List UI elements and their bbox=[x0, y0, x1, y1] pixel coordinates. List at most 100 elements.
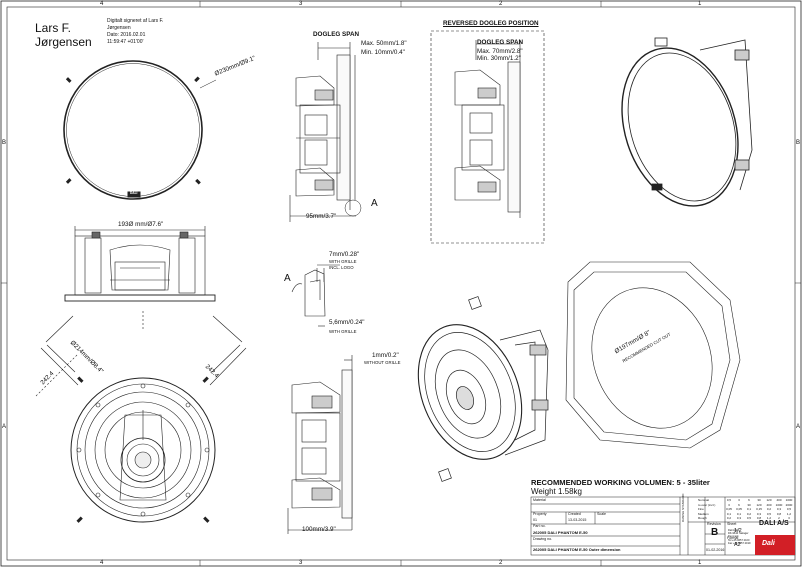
dali-logo-block bbox=[755, 535, 795, 555]
reversed-title: REVERSED DOGLEG POSITION bbox=[443, 20, 539, 27]
detail-a-bottom-note: WITH GRILLE bbox=[329, 329, 357, 334]
signature-signed-by: Digitalt signeret af Lars F. bbox=[107, 18, 164, 24]
lower-grille-dim: 1mm/0.2" bbox=[372, 352, 399, 359]
dali-logo-text: Dali bbox=[762, 540, 775, 547]
dogleg-max: Max. 50mm/1.8" bbox=[361, 40, 407, 47]
address-line: Dali Allé 1 bbox=[728, 529, 740, 532]
tb-sheet-value: 1/2 bbox=[734, 528, 742, 534]
tolerance-cell: 3 bbox=[738, 498, 740, 502]
grid-right-b: B bbox=[796, 140, 801, 146]
title-block-lines bbox=[530, 496, 796, 556]
reversed-max: Max. 70mm/2.8" bbox=[477, 48, 523, 55]
reversed-min: Min. 30mm/1.2" bbox=[477, 55, 521, 62]
tb-format-value: A2 bbox=[734, 542, 741, 548]
address-line: DK-9610 Nørager bbox=[728, 532, 749, 536]
tb-scale-label: Scale bbox=[597, 512, 606, 516]
detail-a-bottom-dim: 5,6mm/0.24" bbox=[329, 319, 365, 326]
grid-top-2: 2 bbox=[499, 1, 503, 7]
grid-right-a: A bbox=[796, 424, 801, 430]
tolerance-cell: 6 bbox=[738, 502, 740, 507]
grid-bottom-2: 2 bbox=[499, 560, 503, 566]
tb-sheet-label: Sheet bbox=[727, 522, 737, 526]
tolerance-cell: 1,2 bbox=[786, 511, 792, 516]
detail-a-top-note1: WITH GRILLE bbox=[329, 259, 357, 264]
tolerance-cell: 400 bbox=[776, 498, 782, 502]
tolerance-cell: 0,1 bbox=[746, 507, 752, 512]
tb-part-no-label: Part no. bbox=[533, 524, 546, 528]
detail-a-top-note2: INCL. LOGO bbox=[329, 265, 354, 270]
tolerance-cell: 6 bbox=[748, 498, 750, 502]
tolerance-cell: 0,1 bbox=[726, 511, 732, 516]
tb-part-no-value: 262005 DALI PHANTOM E-50 bbox=[533, 530, 588, 535]
tolerance-cell: 0,8 bbox=[776, 511, 782, 516]
dogleg-detail-letter: A bbox=[371, 198, 378, 209]
side-width-label: 193Ø mm/Ø7.6" bbox=[118, 221, 164, 228]
side-view bbox=[64, 226, 216, 302]
front-logo-badge bbox=[127, 191, 141, 198]
tb-created-value: 13-03-2015 bbox=[568, 518, 587, 522]
lower-grille-note: WITHOUT GRILLE bbox=[364, 360, 401, 365]
tolerance-row-label: Medium bbox=[698, 511, 709, 516]
tolerance-cell: 0,2 bbox=[726, 516, 732, 521]
tolerance-cell: 120 bbox=[756, 502, 762, 507]
tolerance-row-label: Fine bbox=[698, 507, 704, 512]
tolerance-cell: 0,05 bbox=[736, 507, 742, 512]
reversed-subtitle: DOGLEG SPAN bbox=[477, 39, 524, 46]
tolerance-cell: 1,2 bbox=[766, 516, 772, 521]
tolerance-cell: 1000 bbox=[785, 498, 793, 502]
grid-bottom-4: 4 bbox=[100, 560, 104, 566]
signature-name-line1: Lars F. bbox=[35, 21, 72, 35]
tolerance-cell: 0,5 bbox=[786, 507, 792, 512]
signature-name-line2: Jørgensen bbox=[35, 35, 92, 49]
tolerance-cell: 0,5 bbox=[746, 516, 752, 521]
tolerance-row-label: Rough bbox=[698, 516, 707, 521]
dogleg-depth: 95mm/3.7" bbox=[306, 213, 337, 220]
address-line: Denmark bbox=[728, 535, 739, 539]
tolerance-cell: 0,5 bbox=[726, 498, 732, 502]
lower-depth: 100mm/3.9" bbox=[302, 526, 336, 533]
tolerance-cell: 120 bbox=[766, 498, 772, 502]
reversed-dogleg-view bbox=[430, 30, 545, 244]
tolerance-row-label: to over (incl.) bbox=[698, 502, 716, 507]
dogleg-title: DOGLEG SPAN bbox=[313, 31, 360, 38]
tolerance-cell: 0,1 bbox=[736, 511, 742, 516]
signature-time: 11:59:47 +01'00' bbox=[107, 39, 144, 45]
tolerance-cell: 0,15 bbox=[756, 507, 762, 512]
tolerance-cell: 3 bbox=[728, 502, 730, 507]
tb-revision-value: B bbox=[711, 527, 719, 538]
flange-disc bbox=[621, 37, 753, 207]
tolerance-cell: 0,5 bbox=[766, 511, 772, 516]
tb-property-label: Property bbox=[533, 512, 547, 516]
tolerance-cell: 30 bbox=[757, 498, 761, 502]
grid-left-b: B bbox=[2, 140, 7, 146]
detail-a-letter: A bbox=[284, 273, 291, 284]
tolerance-row: Fine 0,05 0,05 0,1 0,15 0,2 0,3 0,5 bbox=[698, 507, 794, 512]
tb-format-label: Format bbox=[727, 536, 739, 540]
tolerance-cell: 3 bbox=[788, 516, 790, 521]
tb-created-label: Created bbox=[568, 512, 581, 516]
specs-weight: Weight 1.58kg bbox=[531, 487, 582, 496]
detail-a-view bbox=[291, 264, 340, 327]
tb-date-value: 01-02-2016 bbox=[706, 548, 725, 552]
tolerance-cell: 30 bbox=[747, 502, 751, 507]
lower-side-view bbox=[287, 355, 353, 534]
grid-top-1: 1 bbox=[698, 1, 702, 7]
tb-drawing-no-label: Drawing no. bbox=[533, 537, 553, 541]
signature-signed-by2: Jørgensen bbox=[107, 25, 131, 31]
tb-property-value: 01 bbox=[533, 518, 537, 522]
grid-top-4: 4 bbox=[100, 1, 104, 7]
tolerance-cell: 0,05 bbox=[726, 507, 732, 512]
tb-revision-label: Revision bbox=[707, 522, 721, 526]
tolerance-cell: 0,3 bbox=[776, 507, 782, 512]
address-line: Tel +45 9657 2100 bbox=[728, 538, 750, 542]
tb-company: DALI A/S bbox=[759, 520, 789, 527]
tolerance-cell: 0,3 bbox=[736, 516, 742, 521]
tolerance-cell: 0,2 bbox=[766, 507, 772, 512]
